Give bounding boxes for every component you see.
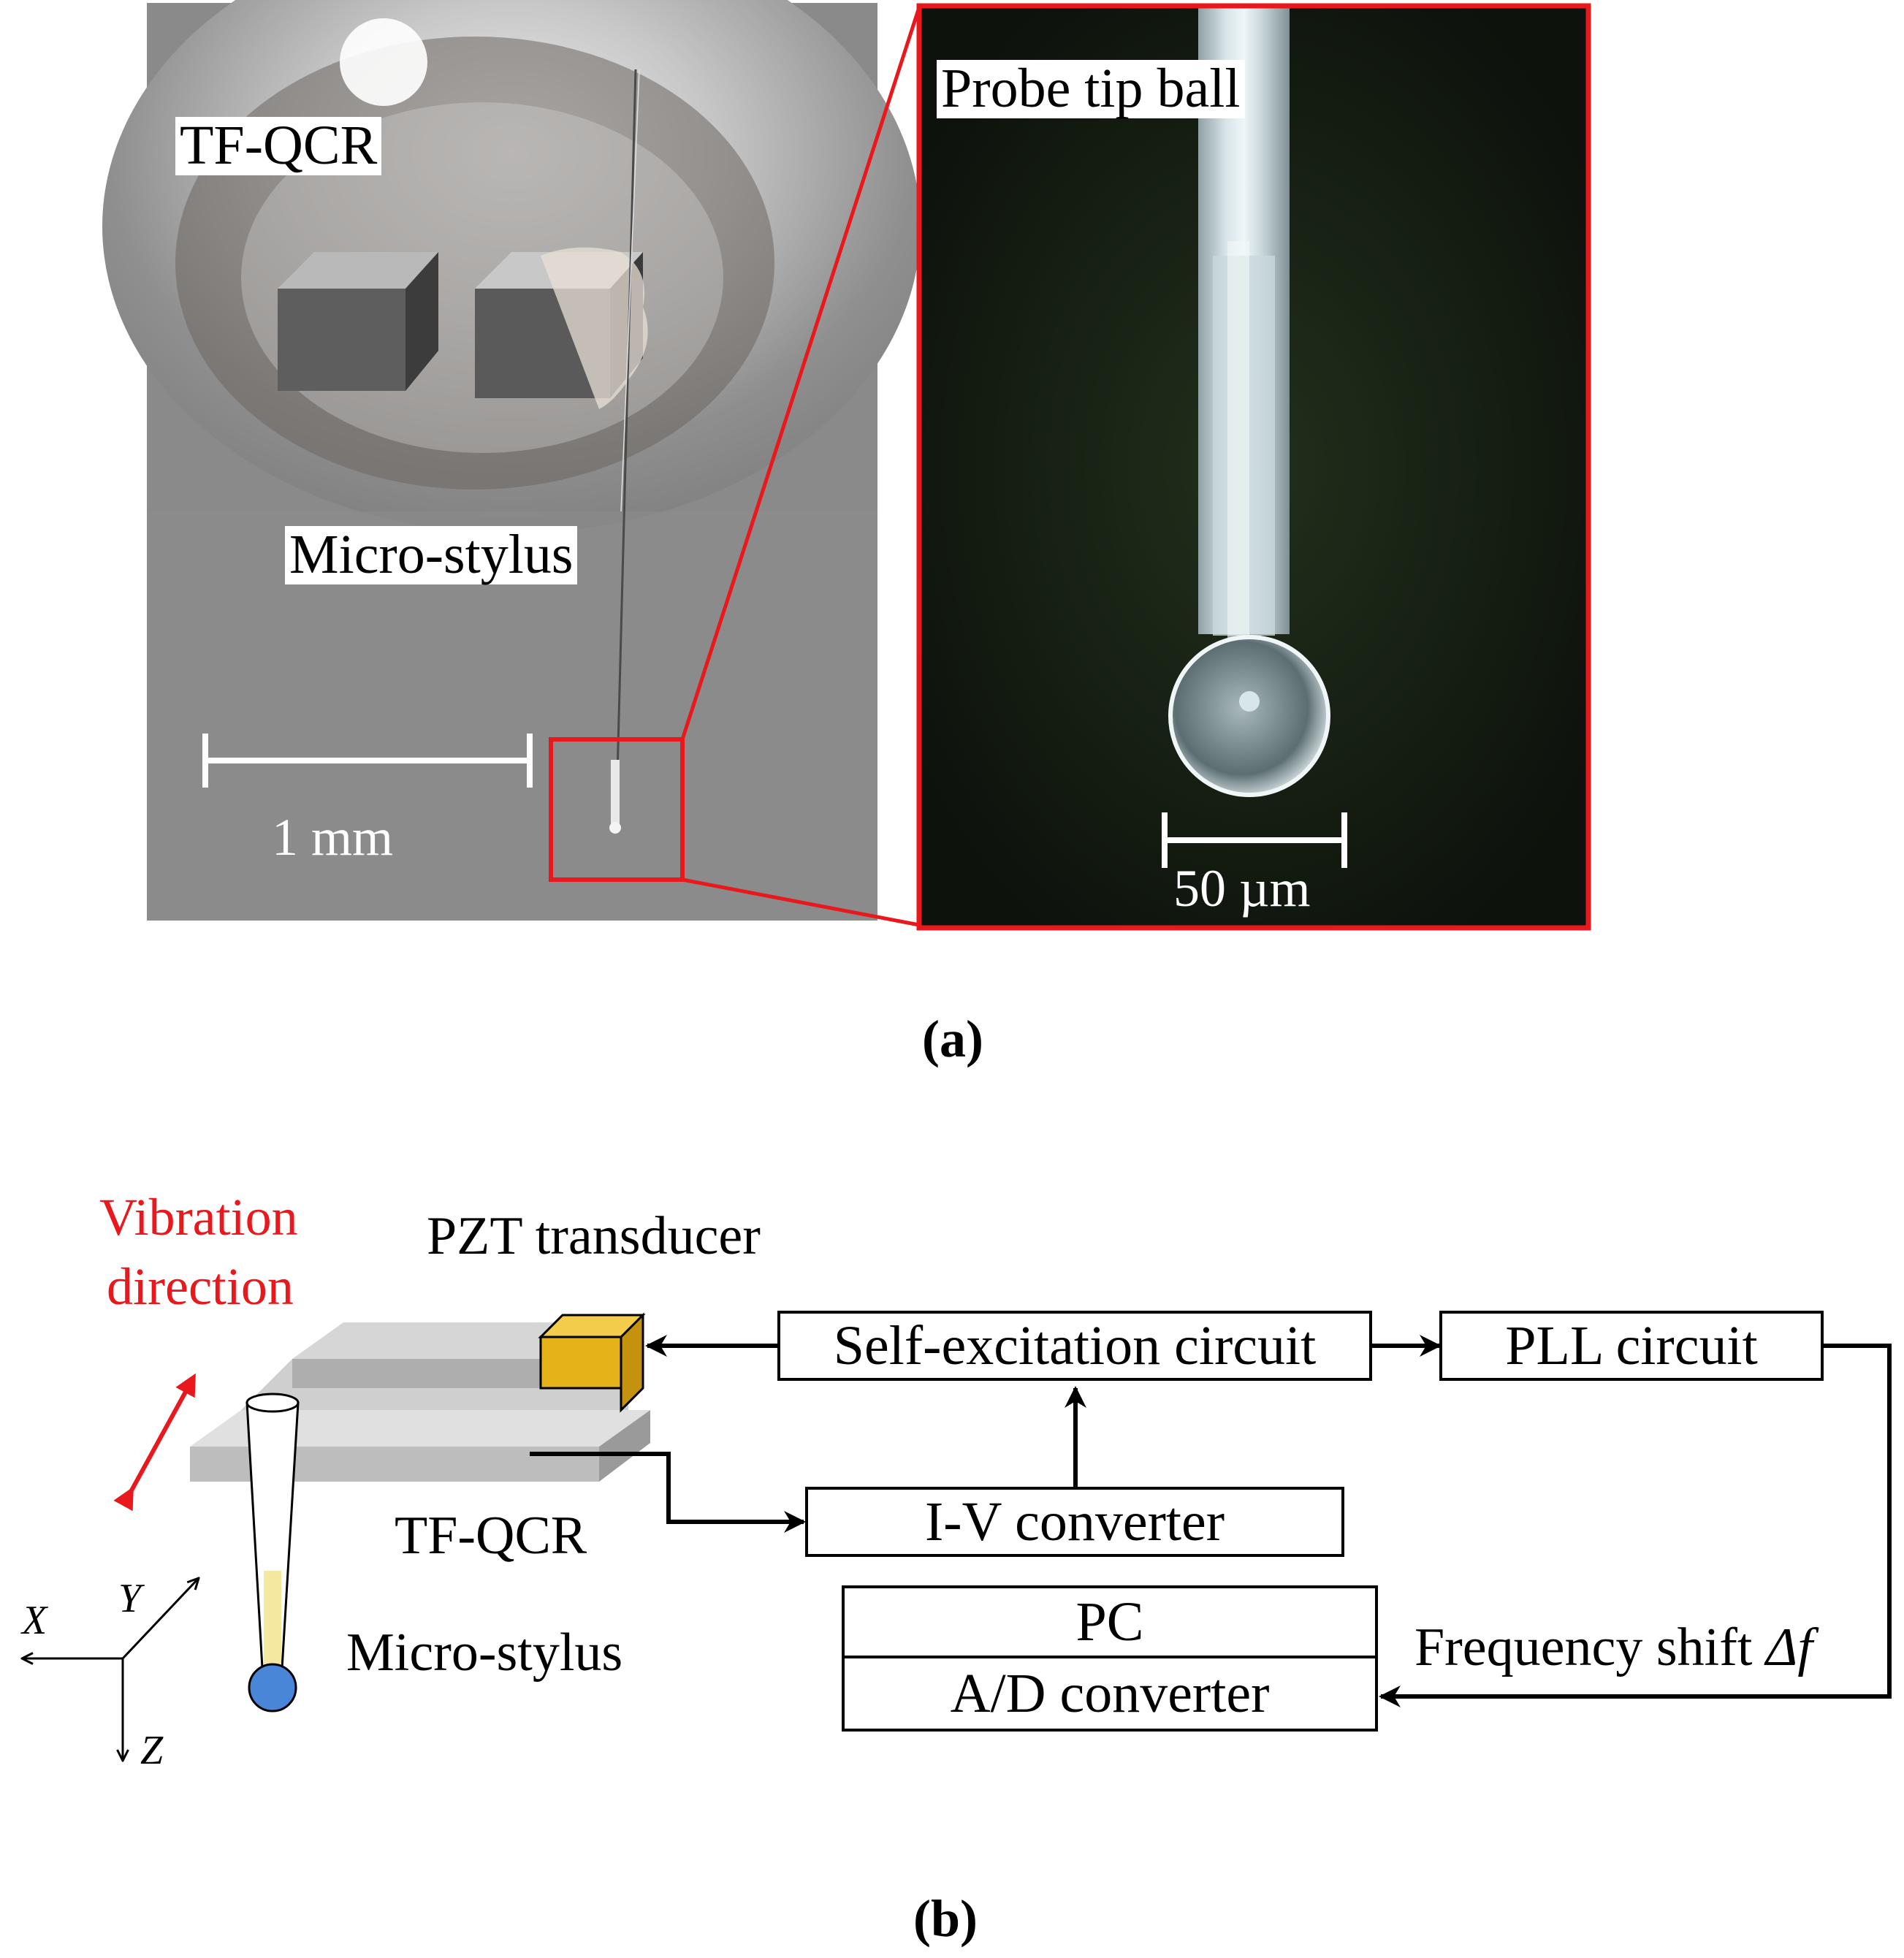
label-pzt-transducer: PZT transducer — [427, 1206, 761, 1266]
frequency-shift-text: Frequency shift — [1414, 1618, 1766, 1677]
tf-qcr-prong-right — [475, 247, 648, 409]
caption-b: (b) — [913, 1889, 978, 1948]
label-tf-qcr-schematic: TF-QCR — [395, 1506, 587, 1566]
stylus-wire — [616, 69, 637, 775]
tf-qcr-prong-left — [278, 252, 438, 391]
zoom-frame — [916, 3, 1591, 931]
axes-xyz — [22, 1578, 199, 1761]
photo-probe-tip — [919, 6, 1588, 928]
zoom-connector-bottom — [682, 877, 920, 927]
label-tf-qcr-photo: TF-QCR — [175, 116, 382, 175]
label-micro-stylus-photo: Micro-stylus — [285, 525, 578, 584]
pc-box: PC — [842, 1585, 1378, 1658]
axis-label-z: Z — [140, 1728, 164, 1773]
label-vibration-line1: Vibration — [99, 1188, 298, 1246]
zoom-connector-top — [680, 7, 921, 740]
caption-a: (a) — [922, 1010, 983, 1068]
stylus-tip-ball — [609, 822, 621, 834]
axis-label-y: Y — [118, 1576, 142, 1621]
iv-converter-box: I-V converter — [805, 1487, 1344, 1557]
label-micro-stylus-schematic: Micro-stylus — [346, 1623, 623, 1683]
label-scale-1mm: 1 mm — [272, 808, 394, 866]
scale-bar-50um — [1162, 812, 1347, 868]
label-scale-50um: 50 µm — [1173, 859, 1311, 918]
arrow-tf-to-iv — [530, 1452, 806, 1533]
label-frequency-shift: Frequency shift Δf — [1414, 1620, 1813, 1675]
micro-stylus-schematic — [245, 1393, 300, 1713]
label-vibration-line2: direction — [107, 1257, 294, 1316]
label-probe-tip-ball: Probe tip ball — [937, 59, 1245, 118]
pll-circuit-box: PLL circuit — [1439, 1311, 1824, 1381]
delta-f-symbol: Δf — [1765, 1618, 1813, 1677]
zoom-highlight-box — [549, 737, 685, 882]
self-excitation-circuit-box: Self-excitation circuit — [777, 1311, 1372, 1381]
stylus-wire-highlight — [620, 69, 640, 512]
ad-converter-box: A/D converter — [842, 1656, 1378, 1732]
pzt-transducer-block — [538, 1312, 646, 1413]
vibration-arrow — [113, 1373, 196, 1512]
scale-bar-1mm — [202, 734, 533, 788]
arrow-pll-to-ad — [1379, 1344, 1892, 1707]
axis-label-x: X — [22, 1598, 47, 1643]
stylus-tip — [611, 760, 620, 826]
